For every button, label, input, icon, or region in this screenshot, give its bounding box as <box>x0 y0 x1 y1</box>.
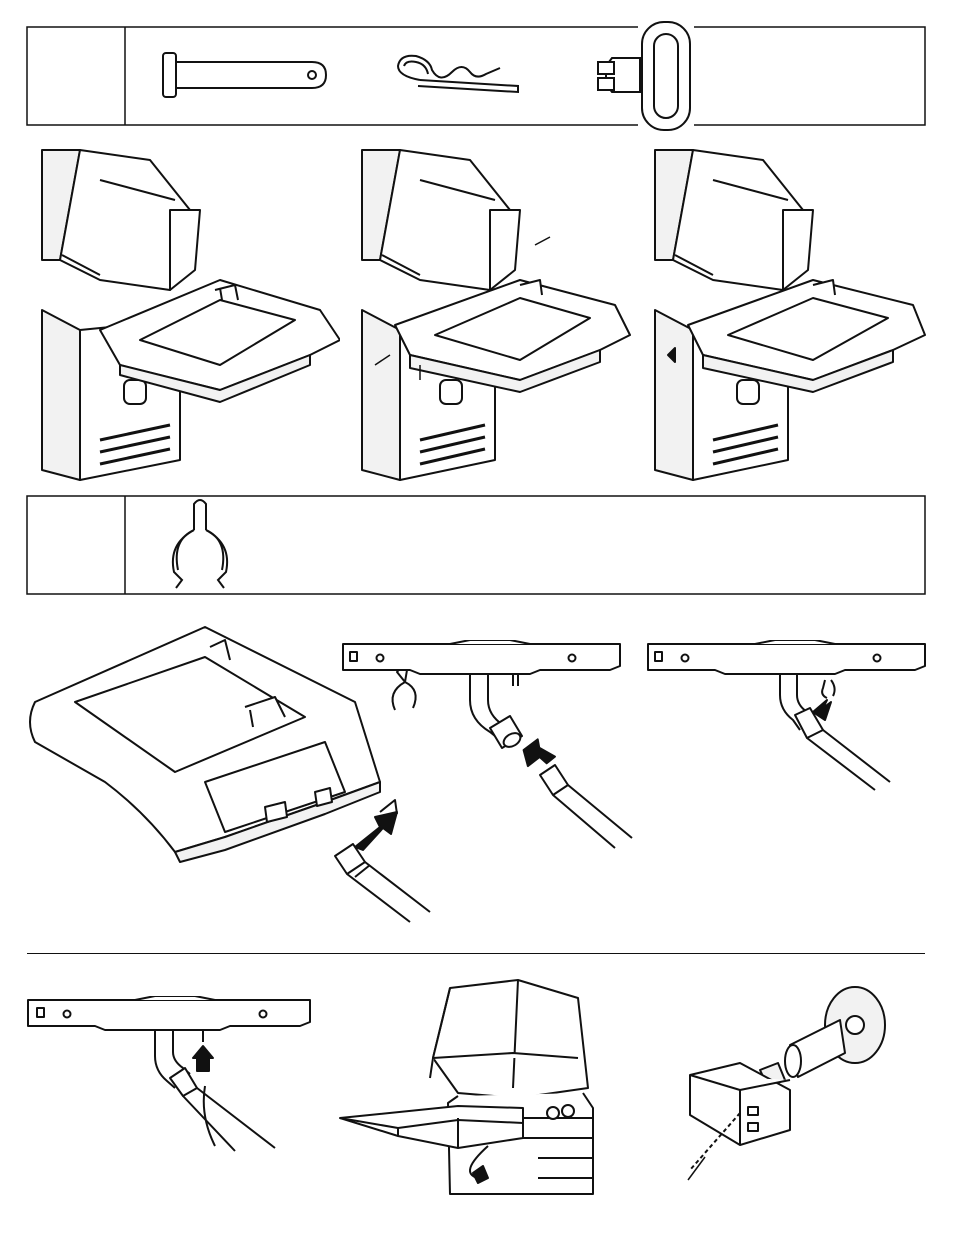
ignition-module-icon <box>680 985 895 1185</box>
igniter-wire-icon <box>25 996 315 1156</box>
install-rivets-icon <box>653 140 933 485</box>
side-shelf-step-1 <box>40 140 340 485</box>
hardware-parts-box <box>0 0 954 135</box>
igniter-wire-step <box>25 996 315 1156</box>
clip-attach-icon <box>645 640 935 800</box>
section-divider <box>27 953 925 954</box>
grill-with-side-shelf-icon <box>40 140 340 485</box>
hose-clip-parts-box <box>0 490 954 600</box>
hose-connect-step-1 <box>340 640 635 850</box>
assembled-grill-icon <box>338 978 600 1198</box>
insert-pins-icon <box>360 140 635 485</box>
assembled-grill-view <box>338 978 600 1198</box>
ignition-module-view <box>680 985 895 1185</box>
side-shelf-step-2 <box>360 140 635 485</box>
side-shelf-step-3 <box>653 140 933 485</box>
hose-insertion-icon <box>340 640 635 850</box>
hose-connect-step-2 <box>645 640 935 800</box>
